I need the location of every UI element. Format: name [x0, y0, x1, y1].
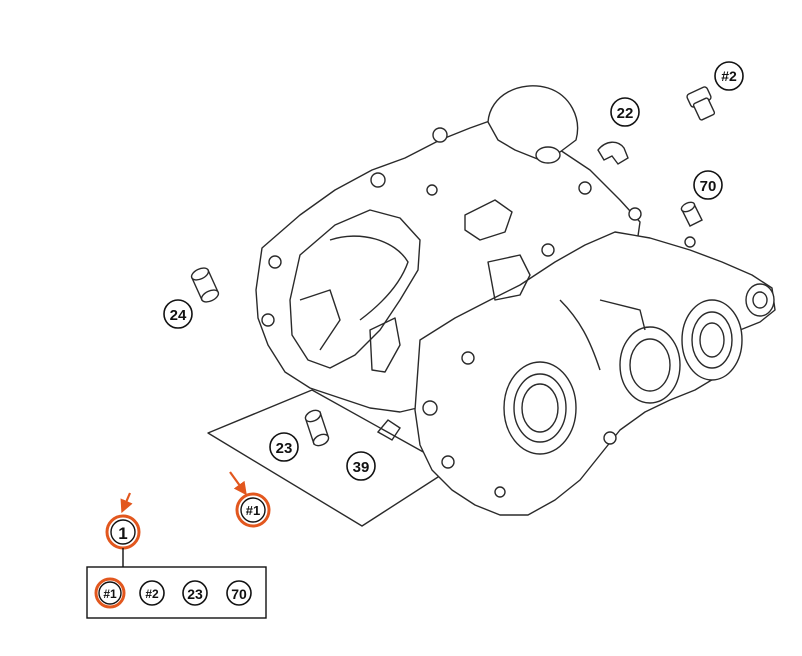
- gasket-part-39: [376, 419, 401, 441]
- callout-part-1-ref[interactable]: #1: [229, 471, 271, 528]
- callout-label: 23: [276, 440, 293, 457]
- legend-label: 23: [187, 586, 203, 602]
- sleeve-part-23: [304, 409, 330, 447]
- callout-label: 39: [353, 459, 370, 476]
- legend-item-part-23[interactable]: 23: [182, 580, 208, 606]
- assembly-legend: 1 #1 #2 23 70: [86, 492, 267, 619]
- callout-label: 22: [617, 105, 634, 122]
- stud-detail: [464, 199, 513, 241]
- legend-label: 70: [231, 586, 247, 602]
- plug-part-2: [686, 86, 716, 121]
- callout-part-1[interactable]: 1: [105, 514, 141, 550]
- callout-part-24[interactable]: 24: [163, 299, 193, 329]
- legend-label: #2: [145, 587, 159, 601]
- callout-label: 1: [118, 524, 127, 543]
- callout-part-39[interactable]: 39: [346, 451, 376, 481]
- left-case-cavity: [289, 209, 421, 369]
- flywheel-dome: [487, 85, 579, 161]
- callout-label: #1: [246, 503, 260, 518]
- callout-label: #2: [721, 68, 737, 84]
- callout-label: 24: [170, 307, 187, 324]
- legend-item-part-1[interactable]: #1: [94, 577, 126, 609]
- callout-part-70[interactable]: 70: [693, 170, 723, 200]
- legend-item-part-2[interactable]: #2: [139, 580, 165, 606]
- elbow-part-22: [597, 141, 629, 165]
- crankcase-drawing: [207, 85, 776, 527]
- sleeve-part-24: [190, 267, 220, 303]
- dowel-part-70: [680, 201, 703, 227]
- callout-part-22[interactable]: 22: [610, 97, 640, 127]
- legend-item-part-70[interactable]: 70: [226, 580, 252, 606]
- callout-part-23[interactable]: 23: [269, 432, 299, 462]
- arrow-down-right-icon: [229, 471, 247, 496]
- callout-part-2[interactable]: #2: [714, 61, 744, 91]
- arrow-down-right-icon: [120, 492, 133, 514]
- loose-parts: [190, 86, 716, 447]
- callout-label: 70: [700, 178, 717, 195]
- legend-label: #1: [103, 587, 117, 601]
